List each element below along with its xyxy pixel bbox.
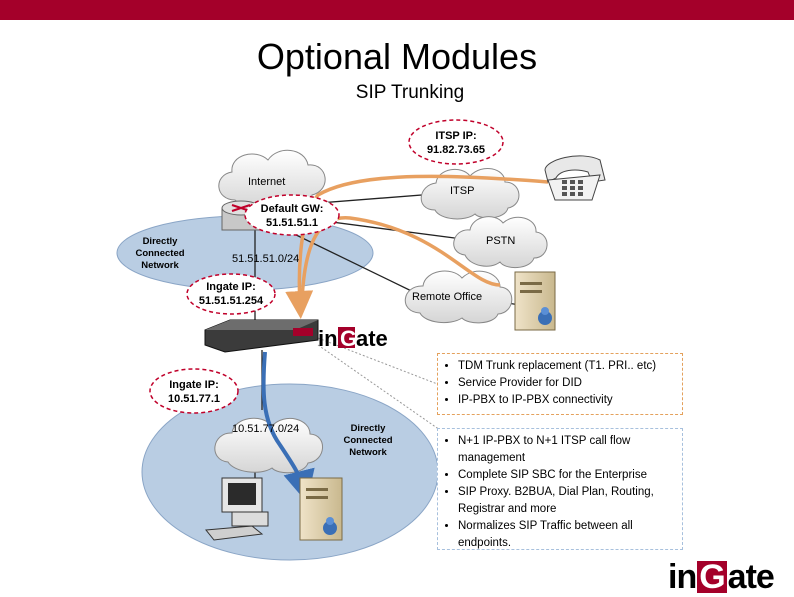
remote-office-label: Remote Office [412, 291, 482, 303]
itsp-cloud [420, 167, 520, 220]
svg-text:Directly: Directly [143, 236, 179, 247]
list-item: Normalizes SIP Traffic between all endpo… [458, 518, 682, 552]
svg-text:91.82.73.65: 91.82.73.65 [427, 144, 485, 156]
svg-text:in: in [318, 326, 338, 351]
internet-label: Internet [248, 176, 285, 188]
svg-text:Network: Network [141, 260, 179, 271]
list-item: IP-PBX to IP-PBX connectivity [458, 392, 682, 409]
itsp-ip-callout: ITSP IP: 91.82.73.65 [408, 119, 504, 165]
ingate-device-logo: in G ate [318, 326, 388, 351]
pstn-cloud [453, 216, 548, 268]
svg-text:Directly: Directly [351, 423, 387, 434]
lan-server-icon [299, 477, 343, 541]
svg-text:G: G [340, 326, 357, 351]
ingate-ip-public-callout: Ingate IP: 51.51.51.254 [186, 273, 276, 315]
svg-text:Network: Network [349, 447, 387, 458]
svg-text:ITSP IP:: ITSP IP: [435, 130, 476, 142]
header-bar [0, 0, 794, 20]
pstn-label: PSTN [486, 235, 515, 247]
ingate-appliance-icon [204, 319, 319, 353]
slide-subtitle: SIP Trunking [355, 82, 465, 103]
svg-text:Connected: Connected [343, 435, 392, 446]
workstation-icon [205, 477, 269, 541]
list-item: Service Provider for DID [458, 375, 682, 392]
lan-subnet-label: 10.51.77.0/24 [232, 423, 299, 435]
svg-text:Ingate IP:: Ingate IP: [206, 281, 256, 293]
svg-text:Connected: Connected [135, 248, 184, 259]
svg-text:Default GW:: Default GW: [261, 203, 324, 215]
ingate-logo: inGate [668, 558, 775, 596]
lan-zone-label: Directly Connected Network [343, 423, 392, 458]
list-item: SIP Proxy. B2BUA, Dial Plan, Routing, Re… [458, 484, 682, 518]
svg-text:10.51.77.1: 10.51.77.1 [168, 393, 220, 405]
lan-cloud [214, 417, 323, 474]
svg-text:51.51.51.254: 51.51.51.254 [199, 295, 264, 307]
default-gw-callout: Default GW: 51.51.51.1 [244, 194, 340, 236]
itsp-label: ITSP [450, 185, 474, 197]
telephone-icon [544, 155, 606, 201]
svg-text:ate: ate [356, 326, 388, 351]
list-item: Complete SIP SBC for the Enterprise [458, 467, 682, 484]
call-flow-orange-remote [300, 216, 501, 301]
list-item: N+1 IP-PBX to N+1 ITSP call flow managem… [458, 433, 682, 467]
list-item: TDM Trunk replacement (T1. PRI.. etc) [458, 358, 682, 375]
wan-subnet-label: 51.51.51.0/24 [232, 253, 299, 265]
svg-text:51.51.51.1: 51.51.51.1 [266, 217, 318, 229]
svg-text:Ingate IP:: Ingate IP: [169, 379, 219, 391]
call-flow-orange-itsp [285, 174, 549, 319]
remote-server-icon [514, 271, 556, 331]
slide-title: Optional Modules [256, 36, 538, 77]
features-box-sbc: N+1 IP-PBX to N+1 ITSP call flow managem… [437, 428, 683, 550]
call-flow-blue [261, 351, 315, 503]
features-box-trunking: TDM Trunk replacement (T1. PRI.. etc) Se… [437, 353, 683, 415]
ingate-ip-lan-callout: Ingate IP: 10.51.77.1 [149, 368, 239, 414]
dmz-zone-label: Directly Connected Network [135, 236, 184, 271]
remote-office-cloud [404, 270, 513, 324]
separator-line [317, 344, 441, 431]
